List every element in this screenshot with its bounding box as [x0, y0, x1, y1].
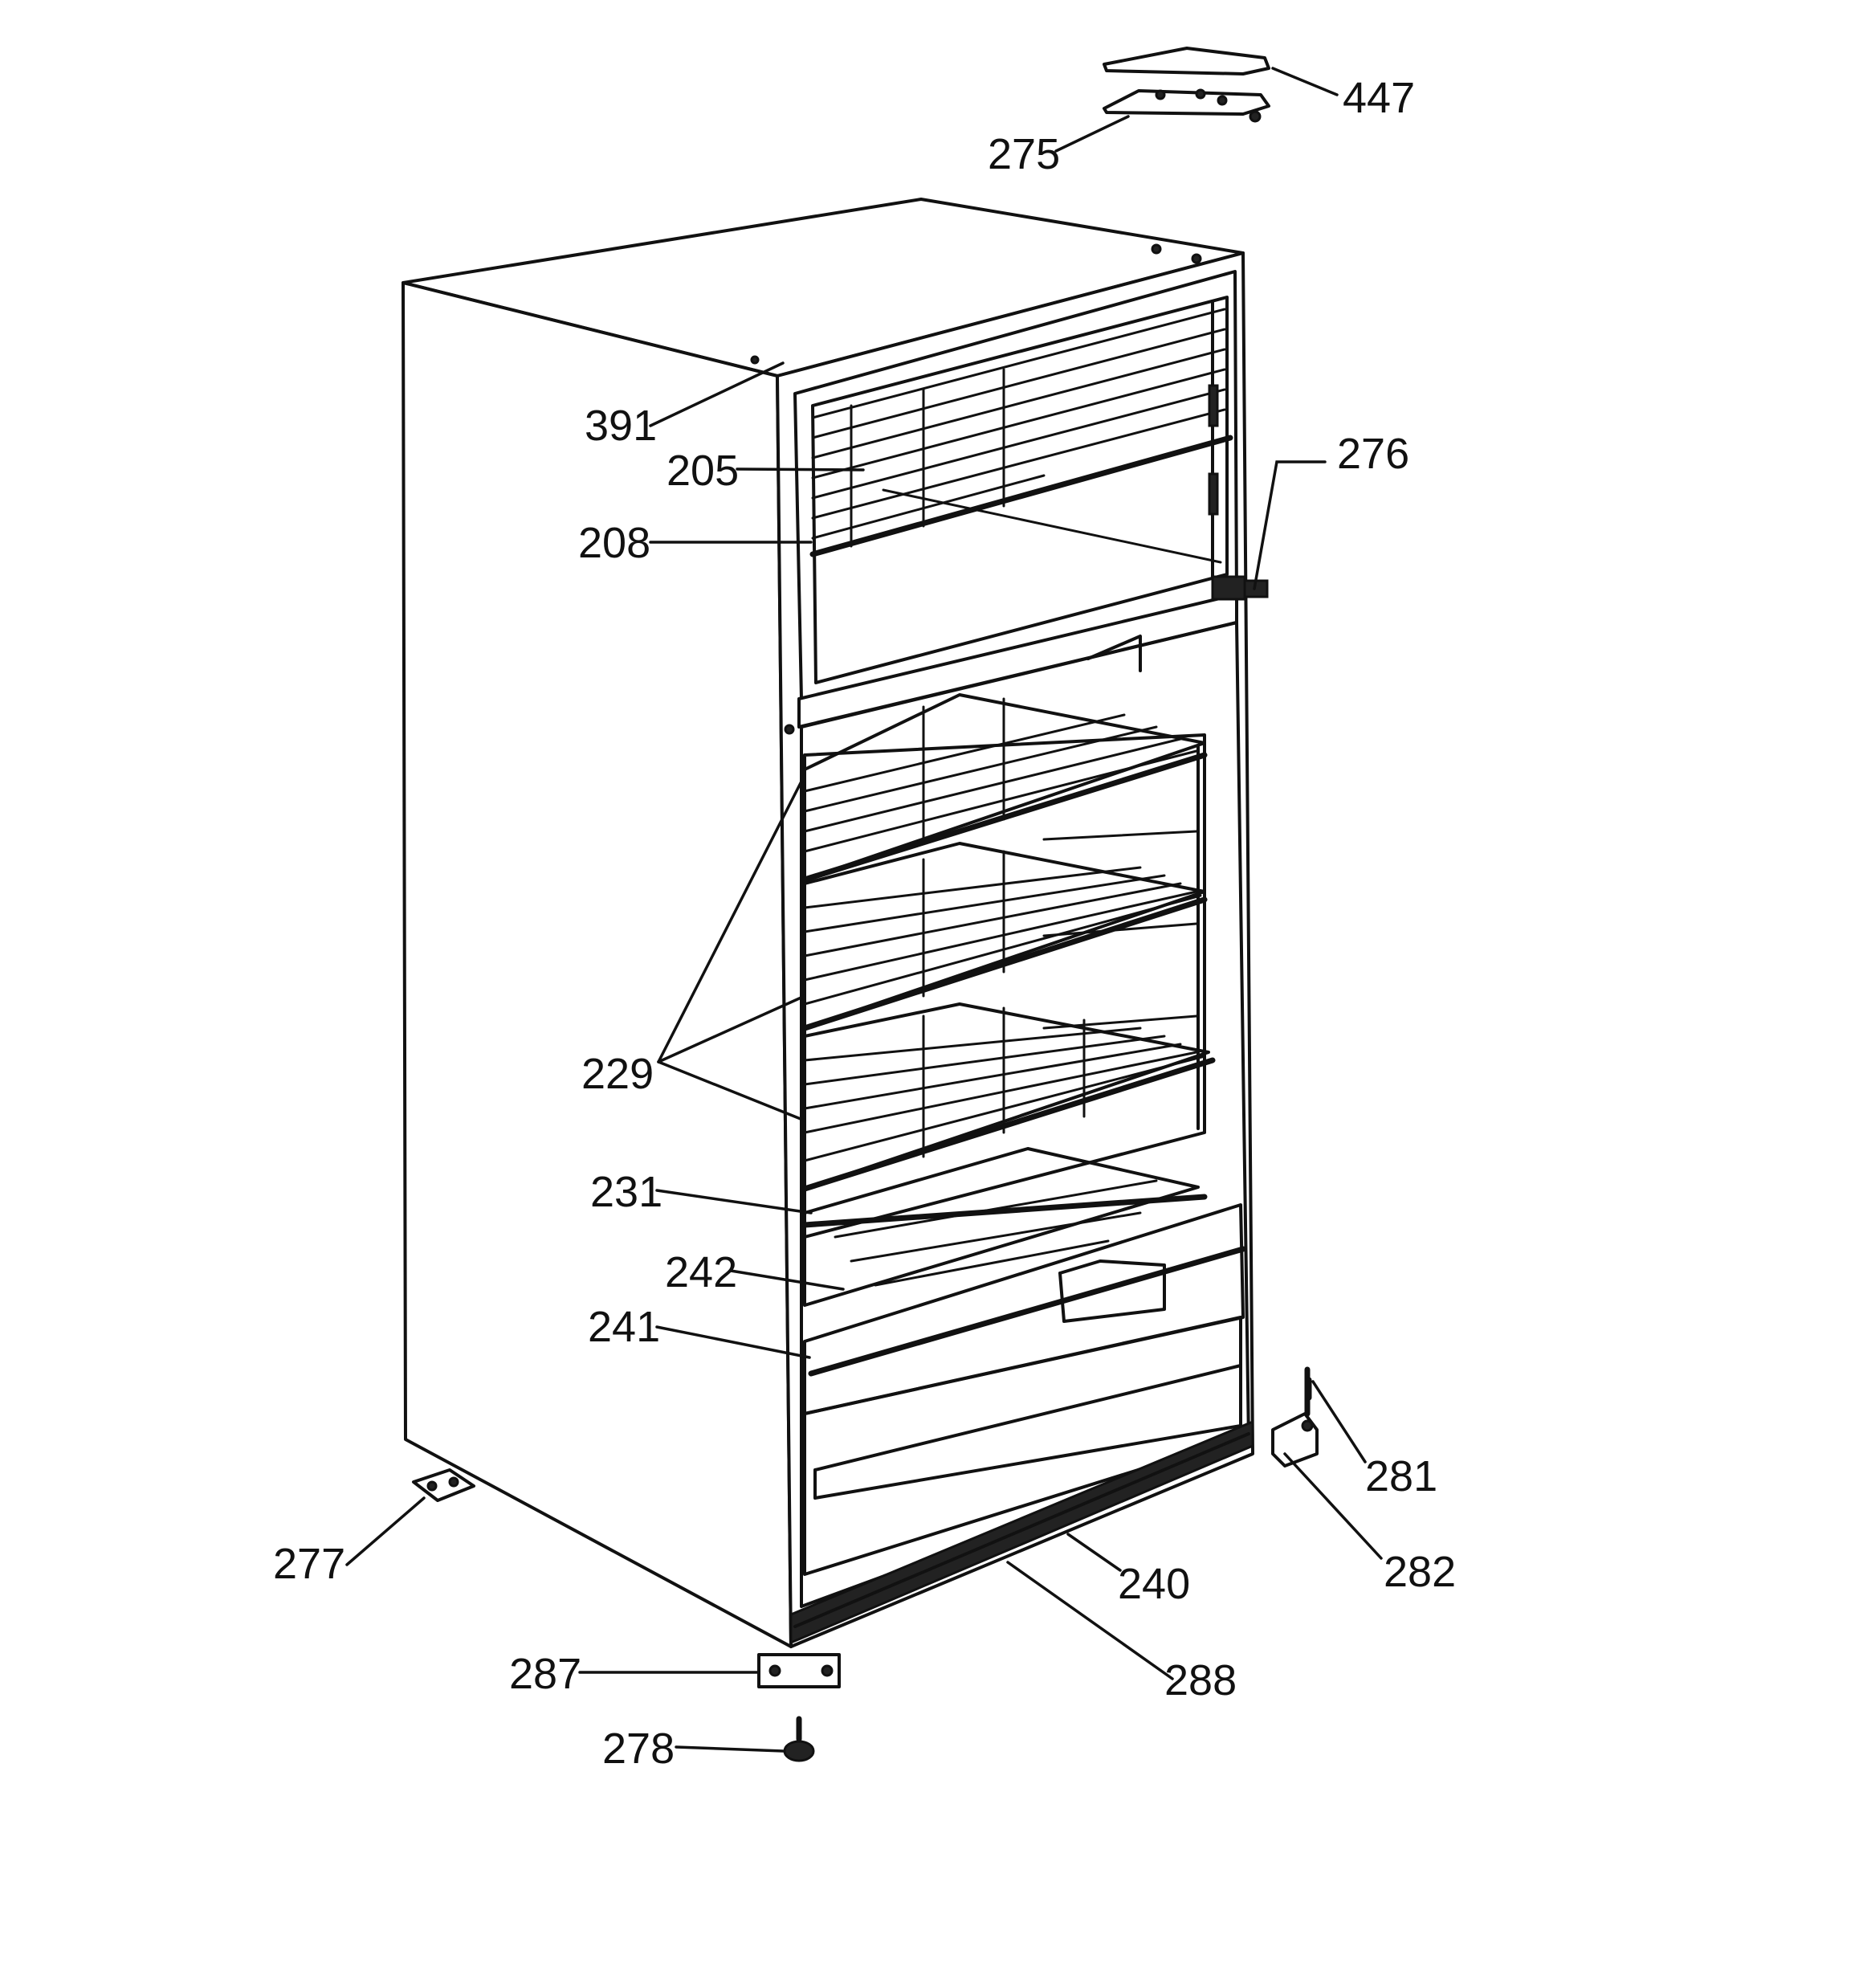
rear-roller-part	[412, 1468, 475, 1502]
top-hinge-part	[1103, 88, 1270, 123]
fresh-food-shelves	[801, 693, 1216, 1192]
callout-277: 277	[273, 1540, 345, 1588]
top-hinge-cover-part	[1103, 47, 1270, 76]
callout-240: 240	[1118, 1560, 1190, 1608]
callout-287: 287	[509, 1650, 581, 1698]
callout-281: 281	[1365, 1452, 1437, 1500]
callout-276: 276	[1337, 430, 1409, 478]
shelf-lower	[801, 1002, 1216, 1192]
shelf-middle	[801, 842, 1208, 1031]
callout-242: 242	[665, 1248, 737, 1296]
callout-241: 241	[588, 1303, 660, 1351]
shelf-upper	[801, 693, 1208, 883]
callout-278: 278	[602, 1725, 675, 1773]
callout-288: 288	[1164, 1656, 1237, 1704]
crisper-pan	[803, 1203, 1246, 1415]
callout-231: 231	[590, 1168, 662, 1216]
callout-229: 229	[581, 1050, 654, 1098]
freezer-compartment	[793, 270, 1238, 729]
toe-grille	[789, 1419, 1254, 1645]
door-hinge-part	[1211, 575, 1269, 601]
freezer-shelf	[809, 300, 1233, 580]
callout-208: 208	[578, 519, 650, 567]
callout-205: 205	[667, 447, 739, 495]
callout-391: 391	[585, 402, 657, 450]
callout-labels: 447 275 276 391 205 208 229 231 242 241 …	[273, 74, 1456, 1773]
front-caster-part	[757, 1653, 841, 1688]
leader-lines	[345, 67, 1383, 1753]
crisper-cover	[801, 1147, 1208, 1307]
callout-282: 282	[1384, 1548, 1456, 1596]
leveling-screw-part	[783, 1716, 815, 1762]
callout-447: 447	[1343, 74, 1415, 122]
callout-275: 275	[988, 130, 1060, 178]
